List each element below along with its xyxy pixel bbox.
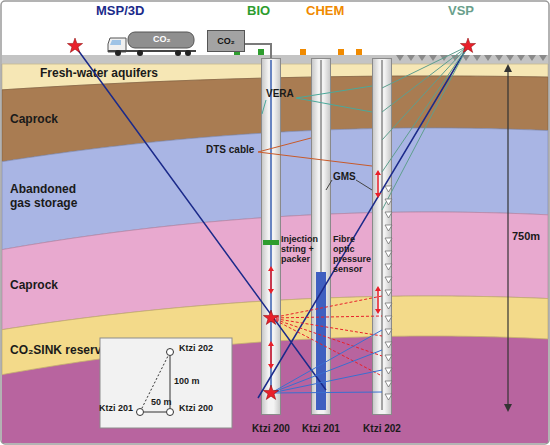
- well-column: Ktzi 202: [372, 58, 392, 415]
- truck-wheel: [185, 50, 191, 56]
- source-star: [67, 38, 82, 52]
- chem-sampling-points: [300, 49, 362, 55]
- well-name: Ktzi 201: [99, 403, 133, 414]
- truck-chassis: [108, 50, 196, 52]
- layer-name: Abandoned gas storage: [10, 182, 90, 210]
- part-label: VERA: [266, 88, 294, 99]
- well-name: Ktzi 200: [252, 423, 290, 435]
- well-name: Ktzi 201: [302, 423, 340, 435]
- method-label: CHEM: [306, 4, 344, 18]
- truck-cab: [108, 38, 126, 52]
- truck-label: CO₂: [153, 34, 171, 44]
- box-text: CO₂: [208, 31, 244, 51]
- part-label: DTS cable: [206, 144, 254, 155]
- truck-window: [110, 40, 121, 45]
- method-label: VSP: [448, 4, 474, 18]
- part-label: Injection string + packer: [281, 234, 325, 264]
- dimension-label: 750m: [512, 230, 540, 242]
- well-name: Ktzi 202: [363, 423, 401, 435]
- truck-wheel: [115, 50, 121, 56]
- part-label: GMS: [333, 171, 356, 182]
- well-name: Ktzi 200: [179, 403, 213, 414]
- layer-name: CO₂SINK reservoir: [10, 343, 180, 357]
- geophone-symbols: [396, 55, 547, 61]
- truck-tank: [128, 32, 194, 48]
- well-location: Ktzi 201: [136, 408, 144, 416]
- method-label: MSP/3D: [96, 4, 144, 18]
- truck-wheel: [137, 50, 143, 56]
- well-location: Ktzi 200: [166, 408, 174, 416]
- distance-label: 50 m: [151, 397, 172, 408]
- layer-name: Fresh-water aquifers: [40, 66, 210, 80]
- well-column: Ktzi 200: [261, 58, 281, 415]
- part-label: Fibre optic pressure sensor: [333, 234, 373, 274]
- distance-line: [144, 412, 166, 413]
- method-label: BIO: [247, 4, 270, 18]
- layer-name: Caprock: [10, 112, 130, 126]
- injection-pipe: [245, 44, 271, 58]
- well-name: Ktzi 202: [179, 343, 213, 354]
- distance-label: 100 m: [174, 376, 200, 387]
- source-star: [460, 38, 475, 52]
- well-location: Ktzi 202: [166, 348, 174, 356]
- truck-wheel: [175, 50, 181, 56]
- layer-name: Caprock: [10, 278, 130, 292]
- co2-tank-box: CO₂: [207, 30, 245, 52]
